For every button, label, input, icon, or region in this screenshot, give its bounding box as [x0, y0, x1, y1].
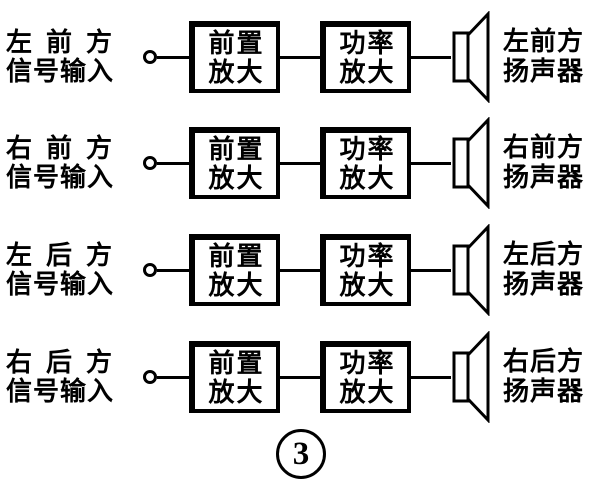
output-label-line2: 扬声器 — [503, 270, 585, 299]
figure-number-badge: 3 — [276, 429, 326, 479]
output-label: 右后方 扬声器 — [503, 347, 584, 407]
input-terminal-icon — [143, 156, 157, 170]
wire — [280, 161, 320, 165]
wire — [280, 268, 320, 272]
output-label-line1: 右后方 — [503, 347, 585, 376]
input-terminal-icon — [143, 370, 157, 384]
input-terminal-icon — [143, 263, 157, 277]
input-label-line1: 左后方 — [6, 241, 127, 270]
poweramp-label-line1: 功率 — [339, 29, 396, 58]
channel-row-right-front: 右前方 信号输入 前置 放大 功率 放大 右前方 扬声器 — [0, 116, 601, 210]
poweramp-box: 功率 放大 — [320, 21, 411, 93]
wire — [157, 375, 189, 379]
input-label: 左前方 信号输入 — [6, 28, 143, 86]
input-label-line1: 右前方 — [6, 134, 127, 163]
wire — [280, 375, 320, 379]
figure-number: 3 — [292, 435, 310, 472]
output-label-line1: 左前方 — [503, 27, 585, 56]
speaker-icon — [451, 11, 491, 103]
speaker-icon — [451, 224, 491, 316]
poweramp-label-line2: 放大 — [339, 164, 396, 193]
preamp-label-line1: 前置 — [208, 135, 265, 164]
channel-row-left-front: 左前方 信号输入 前置 放大 功率 放大 左前方 扬声器 — [0, 10, 601, 104]
output-label: 右前方 扬声器 — [503, 133, 584, 193]
wire — [411, 161, 451, 165]
poweramp-box: 功率 放大 — [320, 234, 411, 306]
speaker-icon — [451, 331, 491, 423]
wire — [280, 55, 320, 59]
output-label: 左前方 扬声器 — [503, 27, 584, 87]
preamp-label-line1: 前置 — [208, 349, 265, 378]
poweramp-label-line2: 放大 — [339, 378, 396, 407]
input-label: 右前方 信号输入 — [6, 134, 143, 192]
input-label-line2: 信号输入 — [6, 377, 115, 406]
input-terminal-icon — [143, 50, 157, 64]
poweramp-label-line1: 功率 — [339, 242, 396, 271]
wire — [411, 268, 451, 272]
speaker-icon — [451, 117, 491, 209]
wire — [411, 375, 451, 379]
preamp-box: 前置 放大 — [189, 341, 280, 413]
output-label-line2: 扬声器 — [503, 57, 585, 86]
preamp-box: 前置 放大 — [189, 127, 280, 199]
preamp-label-line2: 放大 — [208, 271, 265, 300]
output-label-line2: 扬声器 — [503, 377, 585, 406]
preamp-label-line2: 放大 — [208, 58, 265, 87]
poweramp-box: 功率 放大 — [320, 341, 411, 413]
poweramp-box: 功率 放大 — [320, 127, 411, 199]
poweramp-label-line2: 放大 — [339, 58, 396, 87]
wire — [411, 55, 451, 59]
preamp-label-line2: 放大 — [208, 164, 265, 193]
input-label-line1: 左前方 — [6, 28, 127, 57]
input-label-line2: 信号输入 — [6, 270, 115, 299]
preamp-box: 前置 放大 — [189, 234, 280, 306]
preamp-label-line1: 前置 — [208, 242, 265, 271]
channel-row-left-rear: 左后方 信号输入 前置 放大 功率 放大 左后方 扬声器 — [0, 223, 601, 317]
output-label-line1: 右前方 — [503, 133, 585, 162]
input-label-line1: 右后方 — [6, 348, 127, 377]
poweramp-label-line1: 功率 — [339, 349, 396, 378]
input-label: 左后方 信号输入 — [6, 241, 143, 299]
preamp-label-line2: 放大 — [208, 378, 265, 407]
poweramp-label-line1: 功率 — [339, 135, 396, 164]
poweramp-label-line2: 放大 — [339, 271, 396, 300]
wire — [157, 268, 189, 272]
output-label-line2: 扬声器 — [503, 163, 585, 192]
output-label: 左后方 扬声器 — [503, 240, 584, 300]
input-label: 右后方 信号输入 — [6, 348, 143, 406]
wire — [157, 161, 189, 165]
input-label-line2: 信号输入 — [6, 57, 115, 86]
input-label-line2: 信号输入 — [6, 163, 115, 192]
preamp-box: 前置 放大 — [189, 21, 280, 93]
channel-row-right-rear: 右后方 信号输入 前置 放大 功率 放大 右后方 扬声器 — [0, 330, 601, 424]
wire — [157, 55, 189, 59]
output-label-line1: 左后方 — [503, 240, 585, 269]
preamp-label-line1: 前置 — [208, 29, 265, 58]
